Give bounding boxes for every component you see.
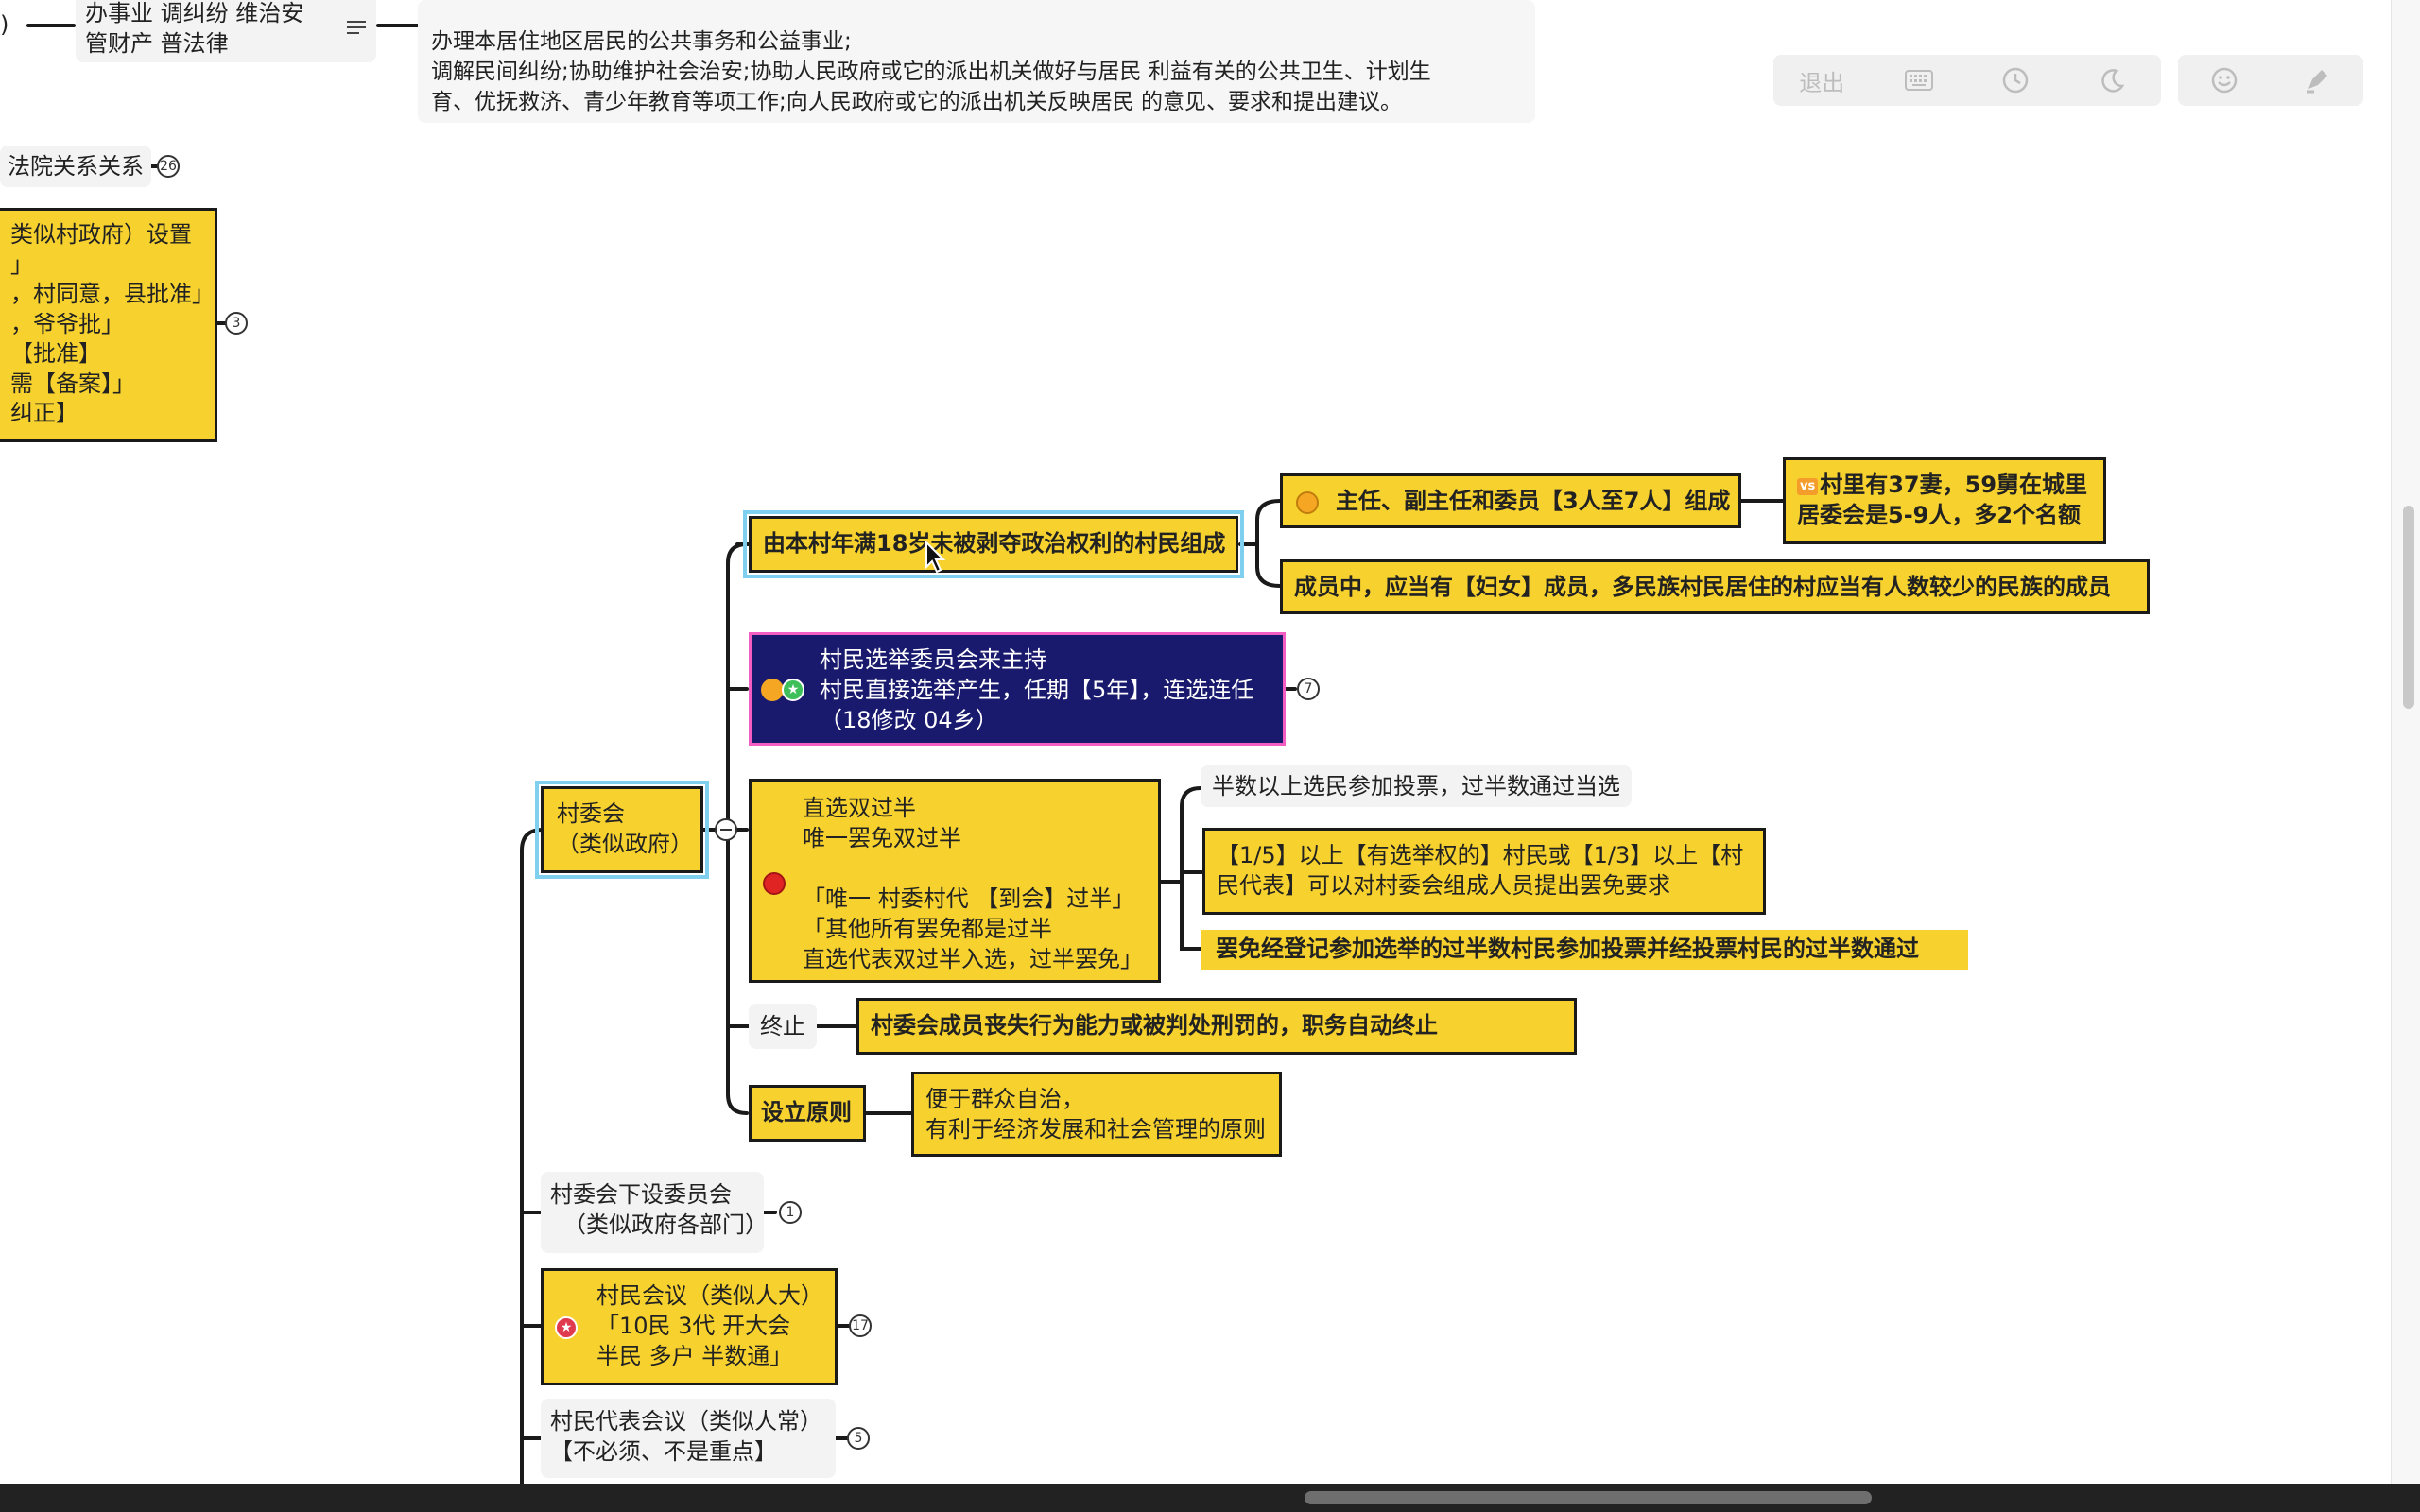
sub-committee-node[interactable]: 村委会下设委员会 （类似政府各部门）	[541, 1172, 768, 1253]
termination-text: 终止	[760, 1013, 805, 1040]
villagers-meeting-line: 村民会议（类似人大）	[596, 1282, 823, 1309]
election-node[interactable]: ★ 村民选举委员会来主持 村民直接选举产生，任期【5年】，连选连任 （18修改 …	[749, 632, 1286, 746]
left-setup-line: 需【备案】」	[10, 369, 135, 397]
vs-tag-icon: vs	[1797, 478, 1819, 495]
top-tasks-line: 办事业 调纠纷 维治安	[85, 0, 304, 26]
pen-icon[interactable]	[2289, 55, 2345, 106]
top-partial-node[interactable]: )	[0, 9, 9, 40]
vote-child-recall-request[interactable]: 【1/5】以上【有选举权的】村民或【1/3】以上【村 民代表】可以对村委会组成人…	[1202, 828, 1766, 915]
villagers-meeting-line: 半民 多户 半数通」	[596, 1343, 793, 1369]
collapsed-count-badge[interactable]: 26	[157, 155, 180, 178]
top-note-line: 调解民间纠纷;协助维护社会治安;协助人民政府或它的派出机关做好与居民 利益有关的…	[431, 60, 1431, 84]
root-title: 村委会	[557, 800, 625, 827]
star-green-icon: ★	[782, 679, 804, 701]
left-setup-line: 纠正】	[10, 400, 78, 426]
top-partial-text: )	[0, 11, 9, 38]
vote-rules-line: 直选双过半	[803, 795, 916, 821]
collapsed-count-badge[interactable]: 7	[1297, 678, 1320, 700]
top-tasks-line: 管财产 普法律	[85, 30, 229, 57]
composition-child-members[interactable]: 主任、副主任和委员【3人至7人】组成	[1280, 473, 1741, 528]
top-note-node[interactable]: 办理本居住地区居民的公共事务和公益事业; 调解民间纠纷;协助维护社会治安;协助人…	[418, 0, 1535, 123]
vertical-scrollbar[interactable]	[2391, 0, 2420, 1484]
vote-child-recall-request-line: 民代表】可以对村委会组成人员提出罢免要求	[1217, 872, 1670, 899]
horizontal-scrollbar-thumb[interactable]	[1305, 1491, 1872, 1504]
priority-red-icon	[763, 872, 786, 895]
top-note-line: 办理本居住地区居民的公共事务和公益事业;	[431, 29, 852, 54]
principle-child-line: 便于群众自治，	[925, 1086, 1084, 1112]
principle-text: 设立原则	[761, 1099, 852, 1125]
emoji-icon[interactable]	[2196, 55, 2253, 106]
court-relation-text: 法院关系关系	[8, 153, 144, 180]
vote-child-recall-pass[interactable]: 罢免经登记参加选举的过半数村民参加投票并经投票村民的过半数通过	[1201, 930, 1968, 970]
termination-child[interactable]: 村委会成员丧失行为能力或被判处刑罚的，职务自动终止	[856, 998, 1577, 1055]
composition-child-women[interactable]: 成员中，应当有【妇女】成员，多民族村民居住的村应当有人数较少的民族的成员	[1280, 559, 2150, 614]
vote-child-recall-pass-text: 罢免经登记参加选举的过半数村民参加投票并经投票村民的过半数通过	[1216, 936, 1919, 962]
mindmap-canvas[interactable]: ) 办事业 调纠纷 维治安 管财产 普法律 办理本居住地区居民的公共事务和公益事…	[0, 0, 2392, 1484]
composition-child-members-text: 主任、副主任和委员【3人至7人】组成	[1336, 488, 1731, 514]
keyboard-icon[interactable]	[1891, 55, 1947, 106]
priority-orange-icon	[761, 679, 784, 701]
rep-meeting-node[interactable]: 村民代表会议（类似人常） 【不必须、不是重点】	[541, 1399, 836, 1478]
vote-rules-line: 唯一罢免双过半	[803, 825, 961, 851]
left-setup-line: ，爷爷批」	[10, 310, 124, 337]
election-line: （18修改 04乡）	[820, 707, 998, 733]
collapse-toggle-icon[interactable]	[715, 818, 737, 841]
left-setup-line: ，村同意，县批准」	[10, 281, 215, 307]
priority-orange-icon	[1296, 491, 1319, 514]
star-red-icon: ★	[555, 1316, 578, 1339]
principle-node[interactable]: 设立原则	[749, 1085, 866, 1142]
vote-rules-line: 「其他所有罢免都是过半	[803, 916, 1052, 942]
tools-toolbar	[2178, 55, 2363, 106]
vote-rules-line: 直选代表双过半入选，过半罢免」	[803, 946, 1143, 972]
rep-meeting-line: 村民代表会议（类似人常）	[550, 1408, 822, 1435]
termination-child-text: 村委会成员丧失行为能力或被判处刑罚的，职务自动终止	[871, 1012, 1438, 1039]
composition-child-women-text: 成员中，应当有【妇女】成员，多民族村民居住的村应当有人数较少的民族的成员	[1294, 574, 2111, 600]
clock-icon[interactable]	[1987, 55, 2044, 106]
vote-child-majority[interactable]: 半数以上选民参加投票，过半数通过当选	[1201, 765, 1632, 807]
composition-text: 由本村年满18岁未被剥夺政治权利的村民组成	[763, 530, 1226, 557]
collapsed-count-badge[interactable]: 5	[847, 1427, 870, 1450]
vote-rules-node[interactable]: 直选双过半 唯一罢免双过半 「唯一 村委村代 【到会】过半」 「其他所有罢免都是…	[749, 779, 1161, 983]
vertical-scrollbar-thumb[interactable]	[2403, 506, 2414, 709]
termination-node[interactable]: 终止	[749, 1004, 817, 1049]
vote-rules-line	[803, 853, 1145, 884]
collapsed-count-badge[interactable]: 3	[225, 312, 248, 335]
villagers-meeting-node[interactable]: ★ 村民会议（类似人大） 「10民 3代 开大会 半民 多户 半数通」	[541, 1268, 838, 1385]
composition-members-note-line: 居委会是5-9人，多2个名额	[1797, 502, 2082, 528]
mouse-cursor-icon	[925, 540, 947, 578]
sub-committee-line: 村委会下设委员会	[550, 1181, 732, 1208]
election-line: 村民直接选举产生，任期【5年】，连选连任	[820, 677, 1254, 703]
court-relation-node[interactable]: 法院关系关系	[0, 146, 151, 187]
principle-child[interactable]: 便于群众自治， 有利于经济发展和社会管理的原则	[911, 1072, 1282, 1157]
left-setup-node[interactable]: 类似村政府）设置 」 ，村同意，县批准」 ，爷爷批」 【批准】 需【备案】」 纠…	[0, 208, 217, 442]
sub-committee-line: （类似政府各部门）	[563, 1211, 768, 1238]
rep-meeting-line: 【不必须、不是重点】	[550, 1438, 777, 1465]
left-setup-line: 【批准】	[10, 340, 101, 367]
left-setup-line: 类似村政府）设置	[10, 221, 192, 248]
top-note-line: 育、优抚救济、青少年教育等项工作;向人民政府或它的派出机关反映居民 的意见、要求…	[431, 90, 1403, 114]
composition-members-note-text: 村里有37妻，59舅在城里	[1820, 472, 2088, 498]
vote-child-majority-text: 半数以上选民参加投票，过半数通过当选	[1212, 773, 1620, 799]
moon-icon[interactable]	[2084, 55, 2141, 106]
election-line: 村民选举委员会来主持	[820, 646, 1046, 673]
collapsed-count-badge[interactable]: 1	[779, 1201, 802, 1224]
exit-button[interactable]: 退出	[1799, 69, 1845, 96]
vote-rules-line: 「唯一 村委村代 【到会】过半」	[803, 885, 1135, 912]
root-node-village-committee[interactable]: 村委会 （类似政府）	[535, 781, 709, 879]
presentation-toolbar: 退出	[1773, 55, 2161, 106]
collapsed-count-badge[interactable]: 17	[849, 1314, 872, 1337]
villagers-meeting-line: 「10民 3代 开大会	[596, 1313, 791, 1339]
root-subtitle: （类似政府）	[557, 831, 693, 857]
left-setup-line: 」	[10, 250, 33, 278]
note-lines-icon[interactable]	[346, 13, 367, 34]
principle-child-line: 有利于经济发展和社会管理的原则	[925, 1116, 1266, 1143]
composition-node[interactable]: 由本村年满18岁未被剥夺政治权利的村民组成	[743, 510, 1244, 578]
top-tasks-node[interactable]: 办事业 调纠纷 维治安 管财产 普法律	[76, 0, 376, 62]
vote-child-recall-request-line: 【1/5】以上【有选举权的】村民或【1/3】以上【村	[1217, 842, 1744, 868]
horizontal-scrollbar[interactable]	[0, 1484, 2420, 1512]
